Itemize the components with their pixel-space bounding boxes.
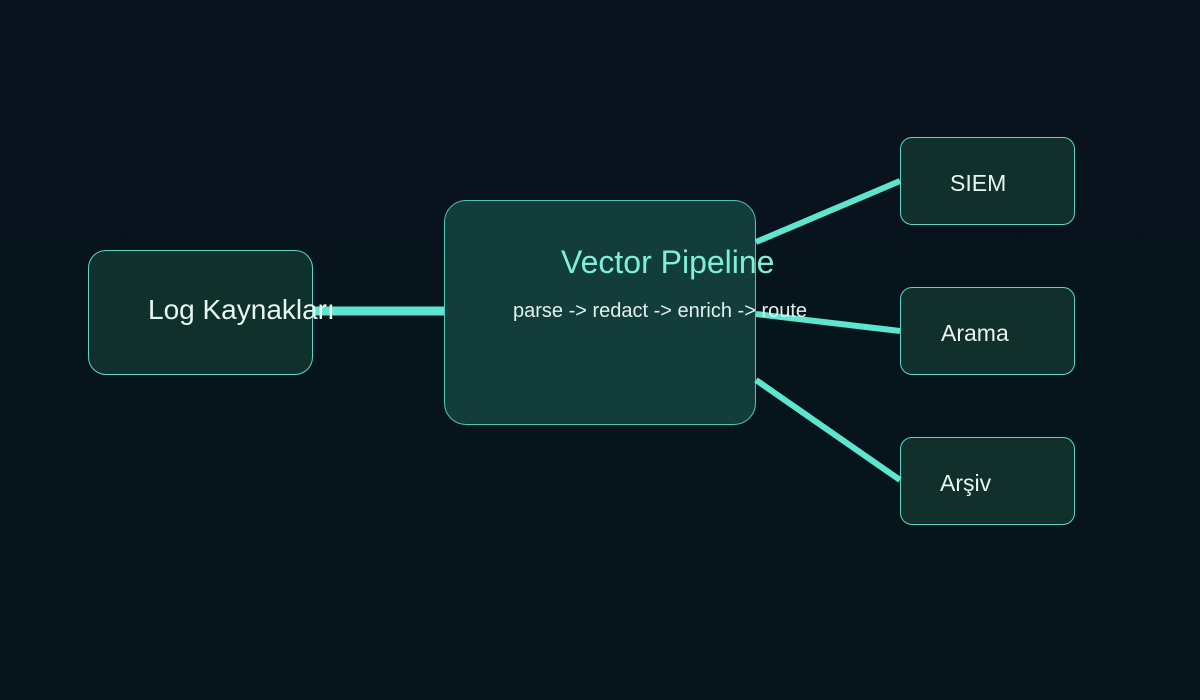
archive-node	[900, 437, 1075, 525]
log-sources-label: Log Kaynakları	[148, 294, 335, 325]
edge-pipeline-to-search	[755, 311, 901, 334]
siem-node	[900, 137, 1075, 225]
search-label: Arama	[941, 320, 1009, 346]
pipeline-title: Vector Pipeline	[561, 244, 775, 280]
vector-pipeline-node	[444, 200, 756, 425]
edge-pipeline-to-archive	[754, 377, 902, 483]
search-node	[900, 287, 1075, 375]
archive-label: Arşiv	[940, 470, 992, 496]
edge-pipeline-to-siem	[754, 178, 902, 245]
log-sources-node	[88, 250, 313, 375]
pipeline-stages-label: parse -> redact -> enrich -> route	[513, 300, 808, 322]
siem-label: SIEM	[950, 170, 1007, 196]
